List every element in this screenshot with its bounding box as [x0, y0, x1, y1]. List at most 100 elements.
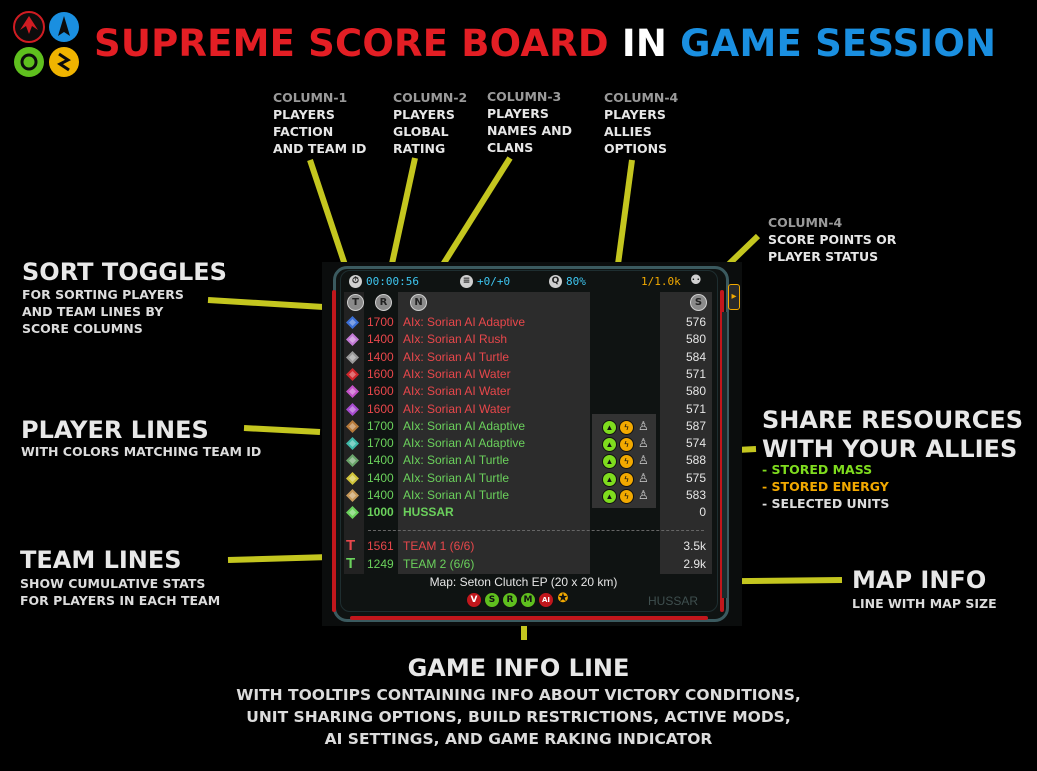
- share-units-icon[interactable]: ♙: [638, 488, 649, 502]
- column-line: RATING: [393, 141, 446, 156]
- player-line[interactable]: 1600 AIx: Sorian AI Water 580: [346, 383, 711, 400]
- column-line: PLAYERS: [273, 107, 335, 122]
- quality-icon: Q: [549, 275, 562, 288]
- column-line: PLAYERS: [604, 107, 666, 122]
- game-info-title: GAME INFO LINE: [407, 654, 630, 682]
- sort-rating-toggle[interactable]: R: [375, 294, 392, 311]
- player-rating: 1600: [367, 366, 394, 381]
- player-rating: 1400: [367, 349, 394, 364]
- desc-line: FOR SORTING PLAYERS: [22, 287, 184, 302]
- column-id: COLUMN-4: [768, 215, 843, 230]
- share-title-2: WITH YOUR ALLIES: [762, 435, 1018, 463]
- share-mass-icon[interactable]: ▲: [602, 454, 617, 470]
- ai-settings-icon[interactable]: AI: [538, 592, 554, 608]
- player-rating: 1600: [367, 384, 394, 399]
- player-score: 575: [685, 470, 706, 485]
- clock-icon: ⏱: [349, 275, 362, 288]
- desc-line: SHOW CUMULATIVE STATS: [20, 576, 206, 591]
- pointer-col3: [429, 156, 513, 284]
- faction-icon: [346, 489, 359, 502]
- column-3-label: COLUMN-3 PLAYERS NAMES AND CLANS: [487, 88, 572, 156]
- share-mass-icon[interactable]: ▲: [602, 489, 617, 504]
- player-score: 580: [685, 332, 706, 347]
- desc-line: AI SETTINGS, AND GAME RAKING INDICATOR: [324, 730, 713, 748]
- map-info-line: Map: Seton Clutch EP (20 x 20 km): [429, 575, 618, 589]
- ranking-medal-icon[interactable]: ✪: [557, 591, 569, 606]
- column-line: PLAYER STATUS: [768, 249, 879, 264]
- team-icon: T: [346, 555, 356, 572]
- sort-name-toggle[interactable]: N: [410, 294, 427, 311]
- share-energy-icon[interactable]: ϟ: [619, 489, 634, 504]
- share-mass-icon[interactable]: ▲: [602, 471, 617, 487]
- col-score-shade: [660, 292, 712, 574]
- share-units: - SELECTED UNITS: [762, 496, 890, 511]
- team-lines-title: TEAM LINES: [20, 546, 182, 574]
- player-score: 576: [685, 315, 706, 329]
- title-part2: IN: [621, 22, 667, 65]
- player-score: 584: [685, 349, 706, 364]
- faction-icon: [346, 316, 359, 329]
- unit-sharing-icon[interactable]: S: [484, 592, 500, 608]
- player-score: 571: [685, 401, 706, 416]
- column-line: PLAYERS: [393, 107, 455, 122]
- collapse-tab[interactable]: ▸: [728, 284, 740, 310]
- share-energy-icon[interactable]: ϟ: [619, 471, 634, 487]
- sort-team-toggle[interactable]: T: [347, 294, 364, 311]
- share-mass-icon[interactable]: ▲: [602, 437, 617, 453]
- sort-toggles-title: SORT TOGGLES: [22, 258, 227, 286]
- pointer-player: [243, 425, 321, 435]
- column-line: NAMES AND: [487, 123, 572, 138]
- player-lines-desc: WITH COLORS MATCHING TEAM ID: [21, 444, 262, 459]
- faction-logos: [13, 11, 79, 77]
- desc-line: WITH TOOLTIPS CONTAINING INFO ABOUT VICT…: [236, 686, 801, 704]
- player-score: 580: [685, 384, 706, 399]
- column-line: SCORE POINTS OR: [768, 232, 897, 247]
- faction-icon: [346, 471, 359, 485]
- column-id: COLUMN-1: [273, 90, 348, 105]
- share-mass-icon[interactable]: ▲: [602, 419, 617, 435]
- player-name: AIx: Sorian AI Water: [403, 384, 511, 399]
- column-line: OPTIONS: [604, 141, 668, 156]
- scrollbar[interactable]: [722, 312, 727, 598]
- column-line: GLOBAL: [393, 124, 449, 139]
- victory-condition-icon[interactable]: V: [466, 592, 482, 608]
- share-energy-icon[interactable]: ϟ: [619, 437, 634, 453]
- team-score: 3.5k: [683, 539, 706, 553]
- faction-icon: [346, 367, 359, 381]
- player-rating: 1000: [367, 505, 394, 520]
- column-2-label: COLUMN-2 PLAYERS GLOBAL RATING: [393, 89, 467, 157]
- build-restrictions-icon[interactable]: R: [502, 592, 518, 608]
- share-units-icon[interactable]: ♙: [638, 453, 649, 468]
- col-faction-shade: [344, 292, 364, 574]
- unit-cap-icon: ⚉: [690, 273, 702, 288]
- share-energy-icon[interactable]: ϟ: [619, 454, 634, 470]
- share-units-icon[interactable]: ♙: [638, 418, 649, 433]
- share-units-icon[interactable]: ♙: [638, 436, 649, 451]
- title-part1: SUPREME SCORE BOARD: [94, 22, 609, 65]
- active-mods-icon[interactable]: M: [520, 592, 536, 608]
- faction-icon: [346, 402, 359, 416]
- share-energy-icon[interactable]: ϟ: [619, 419, 634, 435]
- sort-score-toggle[interactable]: S: [690, 294, 707, 311]
- player-name-watermark: HUSSAR: [648, 594, 699, 608]
- player-name: AIx: Sorian AI Adaptive: [403, 315, 526, 329]
- column-line: CLANS: [487, 140, 534, 155]
- col-names-shade: [398, 292, 590, 574]
- column-4-score-label: COLUMN-4 SCORE POINTS OR PLAYER STATUS: [768, 214, 896, 265]
- share-units-icon[interactable]: ♙: [638, 470, 649, 485]
- title-part3: GAME SESSION: [680, 22, 997, 65]
- player-score: 588: [685, 453, 706, 468]
